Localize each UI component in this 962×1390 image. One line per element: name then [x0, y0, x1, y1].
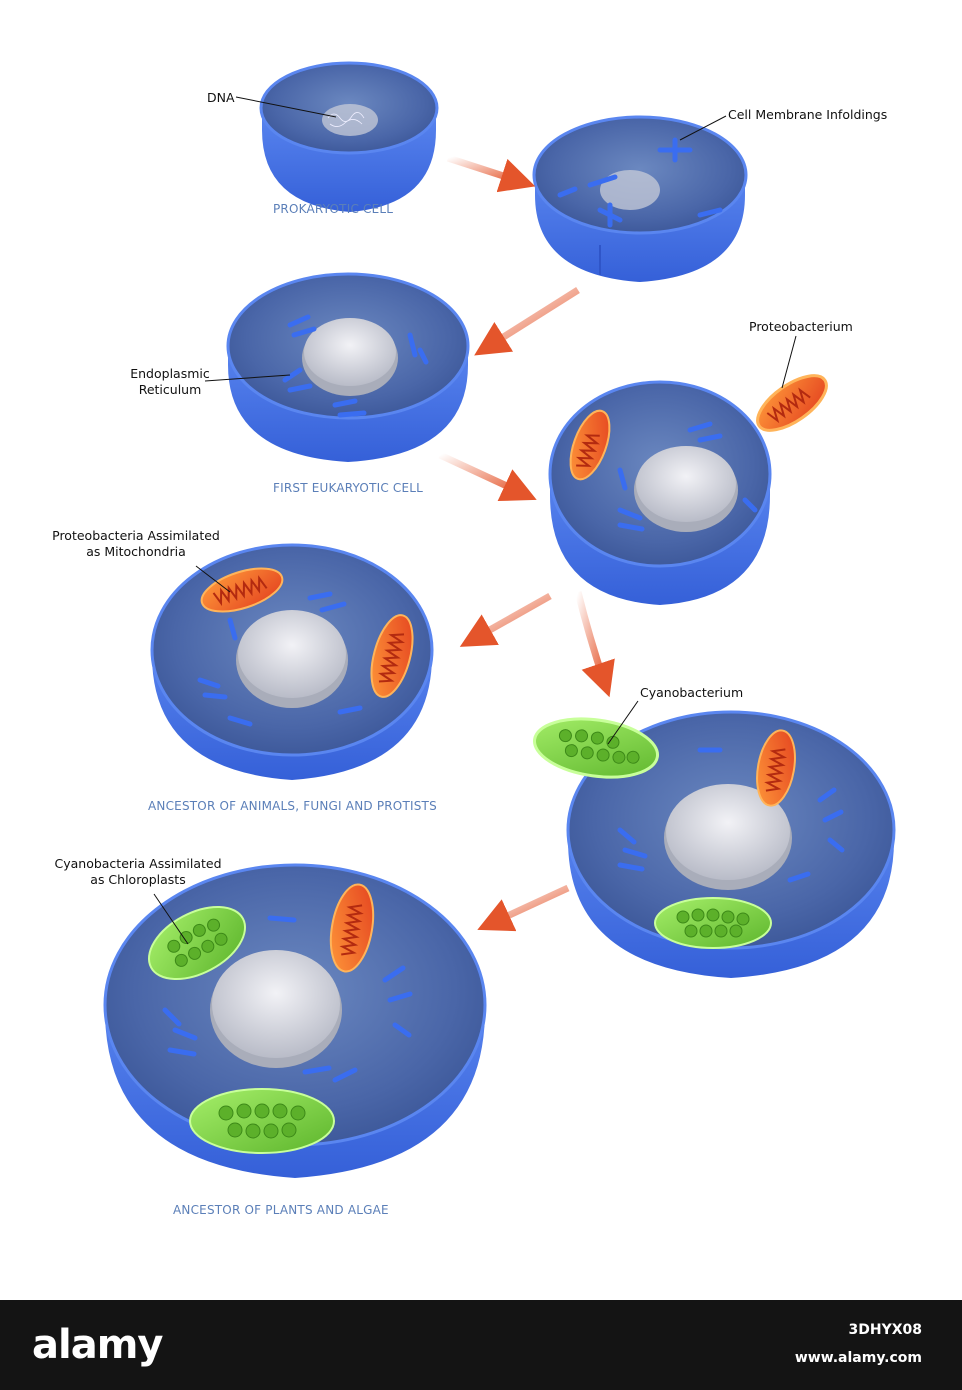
- caption-animal-ancestor: ANCESTOR OF ANIMALS, FUNGI AND PROTISTS: [148, 799, 437, 813]
- plant-ancestor-cell: [103, 863, 487, 1178]
- arrow-4: [459, 592, 552, 647]
- mitochondrion: [200, 567, 284, 613]
- cyanobacteria-assimilated-label: Cyanobacteria Assimilated as Chloroplast…: [54, 856, 222, 887]
- endoplasmic-reticulum-shapes: [617, 747, 845, 883]
- membrane-infoldings-label: Cell Membrane Infoldings: [728, 107, 888, 122]
- proteobacterium: [756, 374, 828, 432]
- prokaryotic-cell: [259, 61, 439, 212]
- nucleus: [212, 950, 340, 1058]
- dna-tangle: [600, 170, 660, 210]
- diagram-canvas: [103, 61, 896, 1178]
- cyanobacterium-label: Cyanobacterium: [640, 685, 744, 700]
- chloroplast: [189, 1088, 335, 1154]
- endoplasmic-reticulum-shapes: [282, 314, 429, 418]
- proteobacteria-assimilated-label: Proteobacteria Assimilated as Mitochondr…: [52, 528, 220, 559]
- arrow-6: [477, 884, 570, 932]
- caption-prokaryotic-cell: PROKARYOTIC CELL: [273, 202, 394, 216]
- nucleus: [636, 446, 736, 522]
- watermark-footer: alamy 3DHYX08 www.alamy.com: [0, 1300, 962, 1390]
- first-eukaryotic-cell: [226, 272, 470, 462]
- arrow-3: [438, 451, 537, 502]
- animal-ancestor-cell: [150, 543, 434, 780]
- chloroplast: [654, 897, 772, 949]
- mitochondrion: [329, 883, 375, 973]
- caption-plant-ancestor: ANCESTOR OF PLANTS AND ALGAE: [173, 1203, 389, 1217]
- endoplasmic-reticulum-shapes: [197, 591, 363, 727]
- cyanobacterium: [532, 717, 660, 779]
- nucleus: [304, 318, 396, 386]
- dna-label: DNA: [207, 90, 235, 105]
- mitochondrion: [370, 614, 414, 698]
- arrow-5: [574, 591, 615, 698]
- nucleus: [666, 784, 790, 880]
- caption-first-eukaryotic-cell: FIRST EUKARYOTIC CELL: [273, 481, 424, 495]
- membrane-infolding-shapes: [557, 137, 723, 228]
- eukaryote-with-proteobacterium: [548, 380, 772, 605]
- image-id: 3DHYX08: [848, 1322, 923, 1338]
- arrow-2: [474, 287, 580, 356]
- mitochondrion: [756, 729, 796, 807]
- arrow-1: [446, 154, 536, 193]
- chloroplast: [147, 905, 247, 981]
- endoplasmic-reticulum-shapes: [617, 421, 758, 532]
- footer-url: www.alamy.com: [794, 1350, 922, 1366]
- label-leader-lines: [153, 96, 797, 945]
- endosymbiosis-diagram: [103, 61, 896, 1178]
- mitochondrion: [569, 409, 611, 481]
- eukaryote-with-cyanobacterium: [566, 710, 896, 978]
- progression-arrows: [438, 154, 615, 932]
- infolding-cell: [532, 115, 748, 282]
- endoplasmic-reticulum-label: Endoplasmic Reticulum: [130, 366, 210, 397]
- alamy-logo: alamy: [32, 1322, 163, 1368]
- nucleus: [238, 610, 346, 698]
- endoplasmic-reticulum-shapes: [162, 915, 413, 1083]
- proteobacterium-label: Proteobacterium: [749, 319, 853, 334]
